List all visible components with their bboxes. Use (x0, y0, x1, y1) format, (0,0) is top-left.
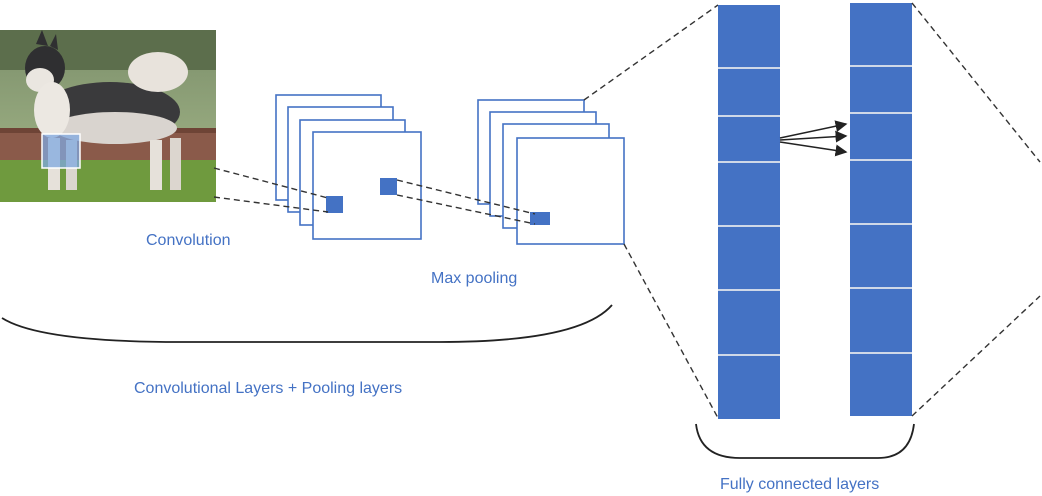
conv-pool-layers-label: Convolutional Layers + Pooling layers (134, 380, 403, 397)
convolution-feature-maps (275, 94, 422, 240)
weight-arrow (779, 120, 848, 139)
weight-arrow (779, 141, 848, 157)
max-pooling-label: Max pooling (431, 270, 518, 287)
fc-brace (695, 423, 915, 459)
fc-to-output-connectors (911, 2, 1041, 417)
weight-arrow (779, 130, 848, 143)
conv-pool-source-cell (380, 178, 397, 195)
conv-to-pool-connectors (396, 179, 536, 225)
conv-feature-map (312, 131, 422, 240)
conv-kernel-output-cell (326, 196, 343, 213)
pool-to-fc-connectors (583, 4, 719, 419)
conv-pool-brace (1, 304, 613, 343)
dog-photo (0, 30, 216, 202)
fc-layer-1 (718, 5, 780, 419)
convolution-label: Convolution (146, 232, 231, 249)
fc-layer-2 (850, 3, 912, 416)
image-to-conv-connectors (213, 167, 329, 213)
fc-weight-arrows (779, 120, 848, 157)
fully-connected-label: Fully connected layers (720, 476, 880, 493)
pooling-feature-maps (477, 99, 625, 245)
pool-feature-map (516, 137, 625, 245)
pool-output-cell (530, 212, 550, 225)
